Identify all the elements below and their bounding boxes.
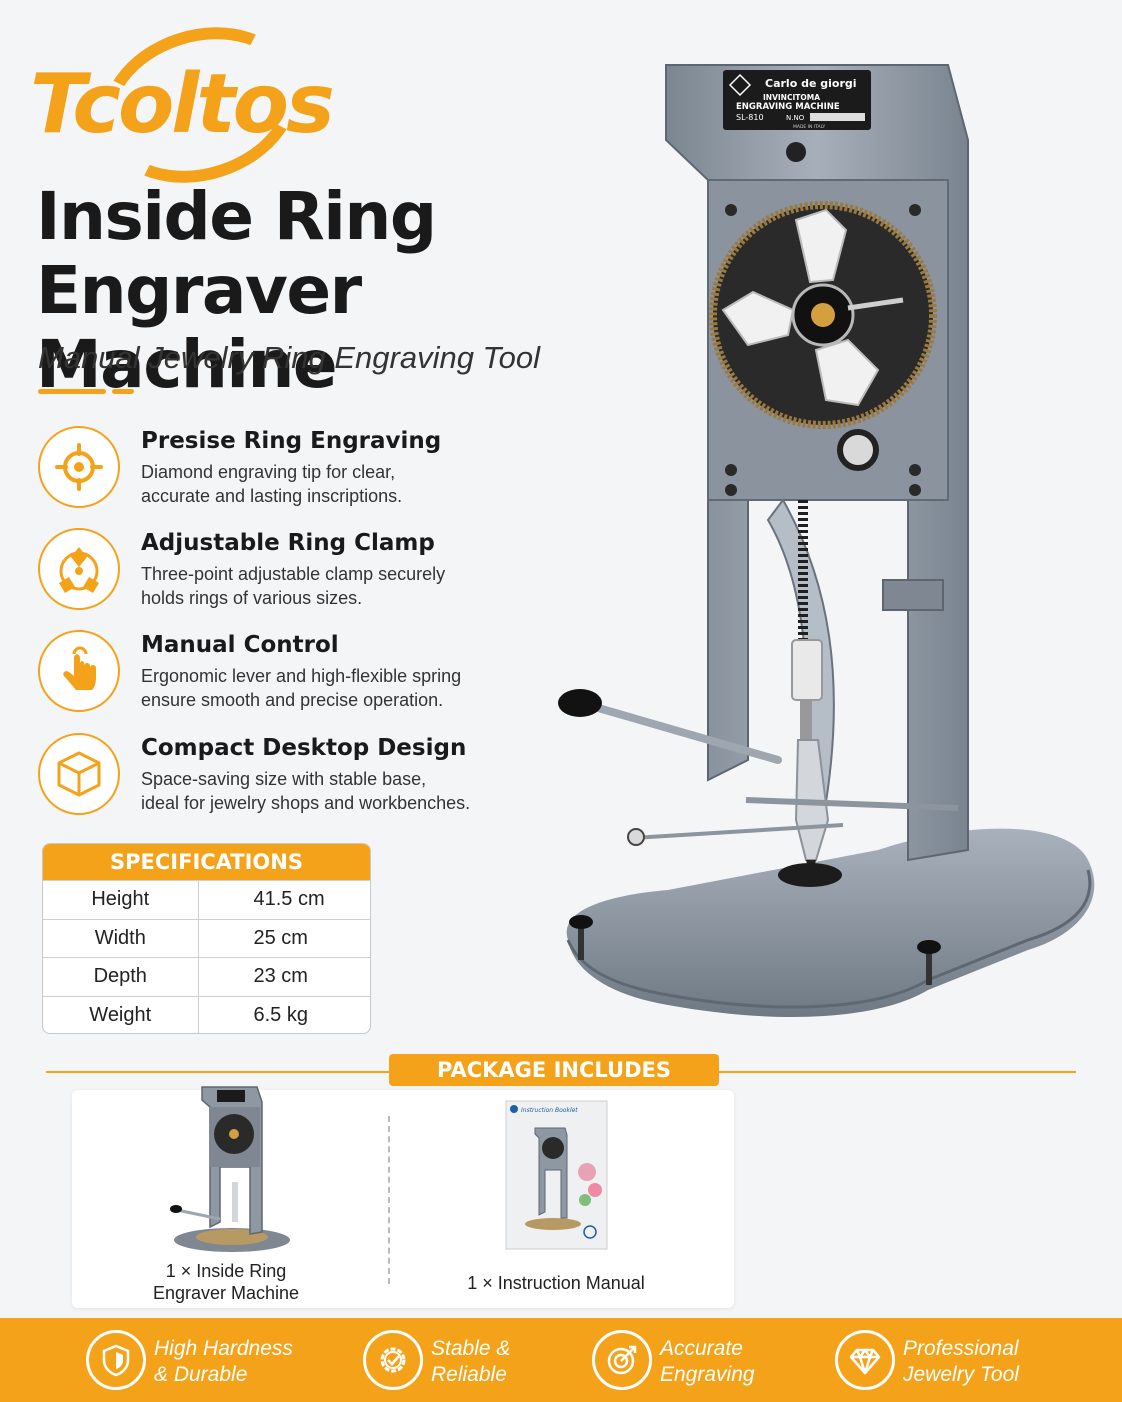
hand-touch-icon (38, 630, 120, 712)
package-manual-thumbnail: Instruction Booklet (505, 1100, 608, 1250)
cube-box-icon (38, 733, 120, 815)
crosshair-target-icon (38, 426, 120, 508)
three-point-clamp-icon (38, 528, 120, 610)
plate-no-label: N.NO (786, 114, 805, 122)
plate-line-2: ENGRAVING MACHINE (736, 102, 840, 112)
spec-label: Weight (43, 995, 199, 1033)
badge-text: High Hardness& Durable (154, 1337, 293, 1386)
spec-value: 41.5 cm (198, 880, 370, 919)
feature-description: Ergonomic lever and high-flexible spring… (141, 666, 462, 710)
feature-precise-engraving: Presise Ring Engraving Diamond engraving… (38, 426, 538, 510)
plate-made-in: MADE IN ITALY (793, 124, 826, 130)
diamond-icon (835, 1330, 895, 1390)
spec-label: Height (43, 880, 199, 919)
engraver-machine-image: Carlo de giorgi INVINCITOMA ENGRAVING MA… (558, 64, 1095, 1017)
page-title: Inside Ring Engraver Machine (36, 180, 636, 402)
plate-model: SL-810 (736, 113, 764, 122)
feature-description: Diamond engraving tip for clear,accurate… (141, 462, 403, 506)
spec-value: 23 cm (198, 957, 370, 996)
feature-adjustable-clamp: Adjustable Ring Clamp Three-point adjust… (38, 528, 538, 612)
package-machine-thumbnail (170, 1086, 290, 1252)
package-divider (388, 1116, 390, 1284)
page-subtitle: Manual Jewelry Ring Engraving Tool (38, 340, 541, 375)
package-item-manual: 1 × Instruction Manual (467, 1273, 645, 1293)
gear-check-icon (363, 1330, 423, 1390)
package-panel (72, 1090, 734, 1308)
target-arrow-icon (592, 1330, 652, 1390)
title-line-1: Inside Ring (36, 178, 437, 255)
feature-compact-design: Compact Desktop Design Space-saving size… (38, 733, 538, 817)
feature-manual-control: Manual Control Ergonomic lever and high-… (38, 630, 538, 714)
shield-icon (86, 1330, 146, 1390)
benefits-bar: High Hardness& Durable Stable &Reliable … (0, 1318, 1122, 1402)
feature-title: Compact Desktop Design (141, 735, 467, 761)
accent-divider (38, 389, 134, 394)
title-line-2: Engraver Machine (36, 252, 362, 403)
badge-text: Stable &Reliable (431, 1337, 511, 1386)
spec-label: Width (43, 918, 199, 958)
spec-value: 6.5 kg (198, 995, 370, 1033)
feature-title: Manual Control (141, 632, 339, 658)
spec-label: Depth (43, 957, 199, 996)
logo-wordmark: Tcoltos (30, 57, 335, 152)
plate-line-1: INVINCITOMA (763, 93, 820, 102)
package-title: PACKAGE INCLUDES (389, 1054, 719, 1086)
brand-logo: Tcoltos (30, 2, 340, 208)
feature-title: Presise Ring Engraving (141, 428, 442, 454)
specifications-title: SPECIFICATIONS (43, 844, 370, 880)
feature-description: Space-saving size with stable base,ideal… (141, 769, 471, 813)
manual-header: Instruction Booklet (521, 1107, 578, 1114)
spec-value: 25 cm (198, 918, 370, 958)
plate-brand: Carlo de giorgi (765, 77, 857, 90)
feature-title: Adjustable Ring Clamp (141, 530, 435, 556)
